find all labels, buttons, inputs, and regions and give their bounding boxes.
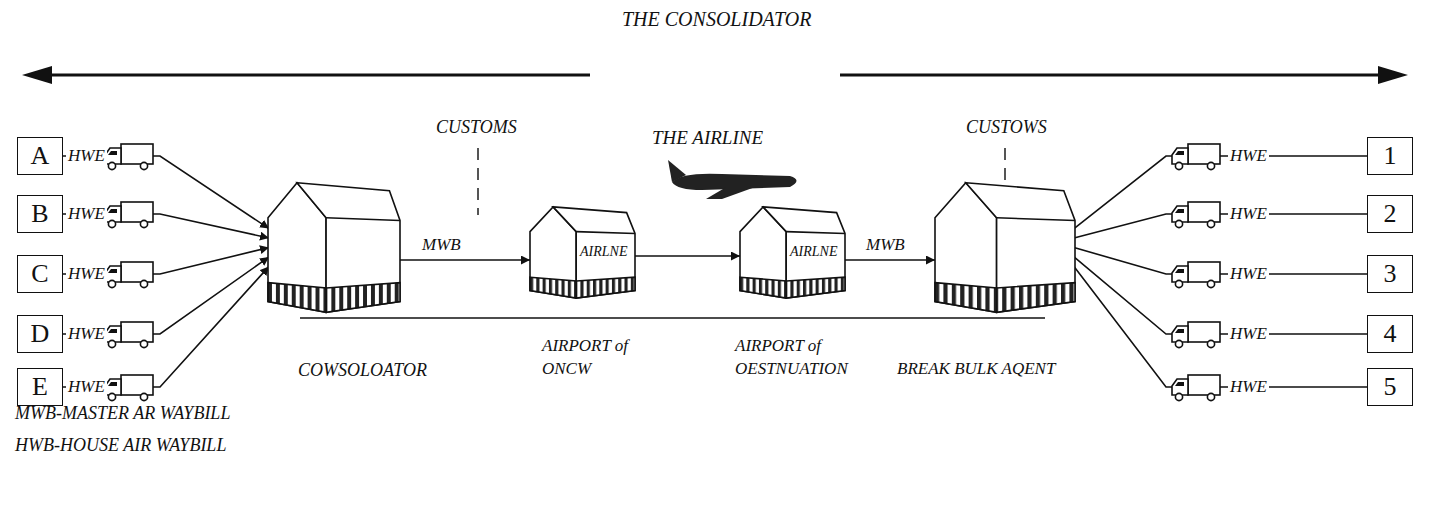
party-letter: 2 (1384, 201, 1397, 227)
warehouse-sign: AIRLNE (580, 243, 627, 262)
party-letter: E (32, 374, 48, 400)
flow-arrow (635, 255, 740, 257)
warehouse-sign: AIRLNE (790, 243, 837, 262)
waybill-label: HWE (1228, 378, 1269, 397)
waybill-label: MWB (420, 236, 463, 255)
warehouse-label: COWSOLOATOR (298, 358, 427, 382)
truck (105, 202, 153, 228)
ground-line (300, 317, 1045, 319)
waybill-label: HWE (1228, 325, 1269, 344)
party-box: 5 (1367, 368, 1413, 406)
waybill-label: MWB (864, 236, 907, 255)
party-box: C (17, 255, 63, 293)
waybill-label: HWE (1228, 147, 1269, 166)
party-letter: B (31, 201, 48, 227)
waybill-label: HWE (66, 147, 107, 166)
warehouse-label: AIRPORT of OESTNUATION (735, 335, 885, 381)
party-box: 1 (1367, 137, 1413, 175)
warehouse: AIRLNEAIRPORT of OESTNUATION (740, 205, 845, 300)
party-box: 2 (1367, 195, 1413, 233)
flow-arrow (63, 257, 269, 334)
flow-arrow (1074, 266, 1367, 387)
flow-arrow (845, 259, 935, 261)
customs-label: CUSTOWS (966, 118, 1047, 138)
warehouse-label: BREAK BULK AQENT (897, 358, 1055, 381)
truck (1172, 375, 1220, 401)
party-box: D (17, 315, 63, 353)
waybill-label: HWE (66, 325, 107, 344)
warehouse-label: AIRPORT of ONCW (542, 335, 654, 381)
waybill-label: HWE (1228, 265, 1269, 284)
customs-label: CUSTOMS (436, 118, 517, 138)
waybill-label: HWE (1228, 205, 1269, 224)
party-box: B (17, 195, 63, 233)
waybill-label: HWE (66, 378, 107, 397)
airplane (668, 160, 797, 199)
key-note: MWB-MASTER AR WAYBILL (15, 404, 230, 424)
party-title: THE AIRLINE (652, 128, 763, 149)
truck (1172, 262, 1220, 288)
party-box: 4 (1367, 315, 1413, 353)
party-title: THE CONSOLIDATOR (622, 8, 811, 30)
flow-arrow (1074, 156, 1367, 229)
truck (1172, 322, 1220, 348)
party-letter: D (31, 321, 50, 347)
truck (105, 322, 153, 348)
party-box: E (17, 368, 63, 406)
party-letter: 1 (1384, 143, 1397, 169)
flow-arrow (63, 266, 269, 387)
truck (105, 262, 153, 288)
party-box: 3 (1367, 255, 1413, 293)
warehouse-outline (268, 180, 400, 315)
party-letter: 5 (1384, 374, 1397, 400)
waybill-label: HWE (66, 205, 107, 224)
party-letter: C (31, 261, 48, 287)
waybill-label: HWE (66, 265, 107, 284)
truck (1172, 144, 1220, 170)
truck (105, 375, 153, 401)
warehouse: BREAK BULK AQENT (935, 180, 1075, 315)
flow-arrow (400, 259, 530, 261)
truck (105, 144, 153, 170)
warehouse: COWSOLOATOR (268, 180, 400, 315)
party-box: A (17, 137, 63, 175)
key-note: HWB-HOUSE AIR WAYBILL (15, 436, 226, 456)
customs-line (477, 148, 479, 215)
party-letter: 4 (1384, 321, 1397, 347)
truck (1172, 202, 1220, 228)
warehouse: AIRLNEAIRPORT of ONCW (530, 205, 635, 300)
flow-arrow (63, 156, 269, 229)
span-arrow (22, 66, 1408, 84)
party-letter: 3 (1384, 261, 1397, 287)
warehouse-outline (935, 180, 1075, 315)
party-letter: A (31, 143, 50, 169)
